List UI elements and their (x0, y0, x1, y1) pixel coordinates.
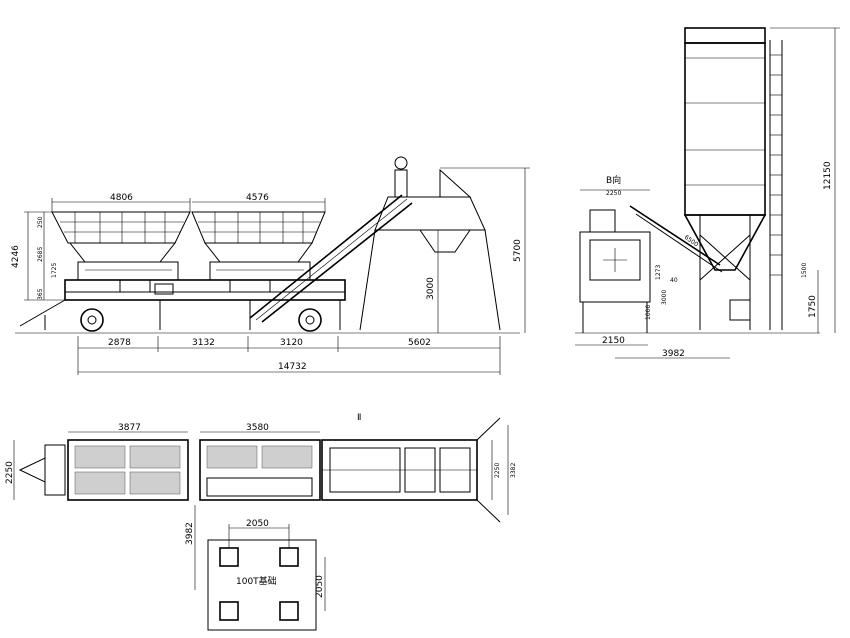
dim-1: 2878 (108, 338, 131, 348)
foundation-slab (207, 539, 317, 631)
aggregate-hopper-2 (191, 211, 326, 244)
section-label-b: B向 (606, 174, 621, 186)
dim-foundation-width: 2050 (246, 519, 269, 529)
silo-body (684, 42, 766, 216)
dim-small-c: 1725 (51, 263, 58, 278)
end-mixer-body (579, 231, 651, 303)
mixer-unit (374, 196, 486, 231)
dim-foundation-depth: 2050 (315, 575, 325, 598)
dim-right-inner: 2250 (494, 463, 501, 478)
rear-wheel (298, 308, 322, 332)
end-view: B向 2250 6500 1273 1000 3000 40 (575, 27, 840, 359)
dim-total-length: 14732 (278, 362, 307, 372)
dim-hopper2-width: 4576 (246, 193, 269, 203)
section-label-plan: Ⅱ (357, 413, 361, 423)
dim-bin1-length: 3877 (118, 423, 141, 433)
dim-small-gap: 3000 (661, 290, 668, 305)
dim-small-h3: 1500 (801, 263, 808, 278)
dim-4: 5602 (408, 338, 431, 348)
dim-right-outer: 3382 (510, 463, 517, 478)
foundation-view: 3982 2050 2050 100T基础 (185, 505, 326, 631)
dim-discharge-height: 5700 (513, 239, 523, 262)
dim-2: 3132 (192, 338, 215, 348)
dim-mixer-height: 3000 (426, 277, 436, 300)
front-wheel (80, 308, 104, 332)
plan-view: Ⅱ 3877 3580 2250 2250 3382 (5, 413, 517, 523)
plan-bin-2 (199, 439, 321, 501)
dim-3: 3120 (280, 338, 303, 348)
dim-base-width: 2150 (602, 336, 625, 346)
dim-plan-width: 2250 (5, 461, 15, 484)
dim-small-h2: 1000 (645, 305, 652, 320)
aggregate-hopper-1 (51, 211, 191, 244)
dim-small-h1: 1273 (655, 265, 662, 280)
dim-small-a: 250 (37, 216, 44, 228)
screw-conveyor (629, 205, 721, 266)
dim-small-d: 365 (37, 288, 44, 300)
silo-cone (683, 214, 767, 271)
dim-silo-height: 12150 (823, 161, 833, 190)
dim-small-angle: 40 (670, 277, 678, 284)
inclined-conveyor (249, 194, 403, 319)
dim-top-width: 2250 (606, 190, 621, 197)
plan-bin-1 (67, 439, 189, 501)
silo-top (684, 27, 766, 44)
drawbar (19, 299, 66, 327)
dim-base-height: 1750 (808, 295, 818, 318)
dim-hopper1-width: 4806 (110, 193, 133, 203)
dim-foundation-offset: 3982 (185, 522, 195, 545)
dim-bin2-length: 3580 (246, 423, 269, 433)
dim-silo-offset: 3982 (662, 349, 685, 359)
chassis-frame (64, 279, 346, 301)
dim-overall-height: 4246 (11, 245, 21, 268)
side-elevation-view: 4246 250 2685 1725 365 4806 4576 3000 57… (11, 156, 530, 375)
plan-drawbar (18, 457, 46, 483)
dim-small-b: 2685 (37, 247, 44, 262)
foundation-label: 100T基础 (236, 575, 277, 587)
